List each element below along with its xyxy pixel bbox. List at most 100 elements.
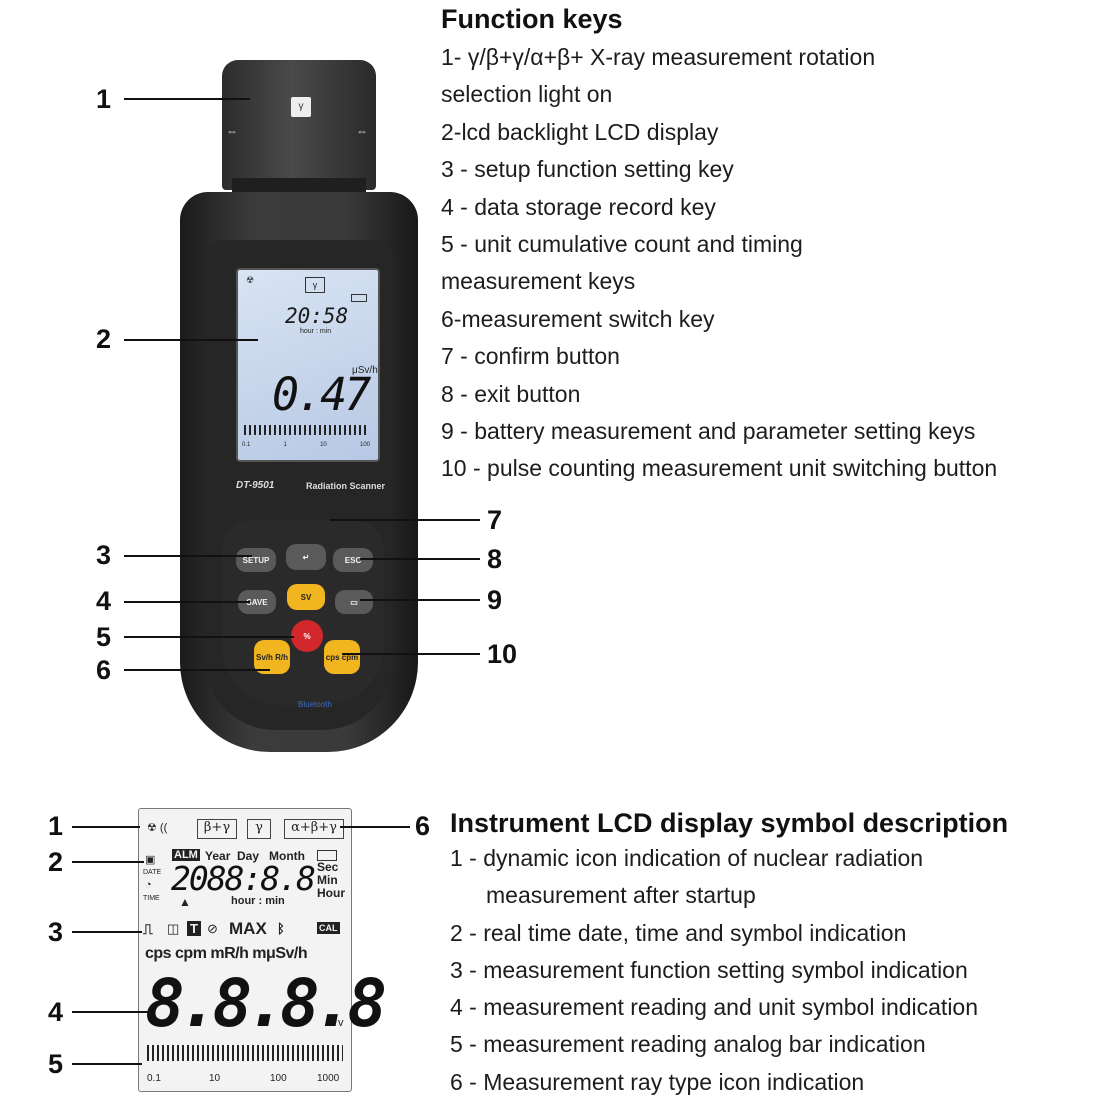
ray-tag-beta-gamma: β+γ <box>197 819 237 839</box>
scale-tick-label: 1 <box>283 442 287 448</box>
datetime-digits: 2088:8.8 <box>171 859 316 898</box>
day-label: Day <box>237 849 260 863</box>
radiation-icon: ☢ <box>246 275 255 285</box>
device-callout-6: 6 <box>96 655 112 685</box>
battery-icon <box>317 850 337 861</box>
lcd-symbol-line: 1 - dynamic icon indication of nuclear r… <box>450 845 924 871</box>
scale-label: 10 <box>209 1073 221 1084</box>
exit-key[interactable]: ESC <box>333 548 373 572</box>
ray-selector-light: γ <box>291 97 311 117</box>
function-keys-title: Function keys <box>441 4 623 34</box>
leader-line <box>124 339 258 341</box>
clock-icon: ◔ <box>145 879 152 891</box>
lcd-time: 20:58 <box>285 304 349 328</box>
alarm-symbol: ALM <box>172 849 200 861</box>
device-callout-1: 1 <box>96 84 112 114</box>
function-key-line: 3 - setup function setting key <box>441 156 734 183</box>
lcd-symbol-line: 6 - Measurement ray type icon indication <box>450 1068 865 1095</box>
arrow-right-icon: ⇔ <box>356 124 368 138</box>
temperature-icon: T <box>187 921 201 936</box>
scale-tick-label: 0.1 <box>242 442 251 448</box>
model-label: DT-9501 <box>236 480 275 491</box>
lcd-unit: μSv/h <box>352 365 378 376</box>
leader-line <box>342 653 480 655</box>
device-callout-5: 5 <box>96 622 112 652</box>
leader-line <box>124 669 270 671</box>
lcd-symbol-line: 2 - real time date, time and symbol indi… <box>450 919 907 946</box>
device-callout-2: 2 <box>96 324 112 354</box>
leader-line <box>340 826 410 828</box>
leader-line <box>72 826 140 828</box>
sv-key[interactable]: SV <box>287 584 325 610</box>
device-callout-3: 3 <box>96 540 112 570</box>
lcd-symbol-line: 5 - measurement reading analog bar indic… <box>450 1031 926 1058</box>
ray-tag-gamma: γ <box>247 819 271 839</box>
leader-line <box>124 98 250 100</box>
leader-line <box>360 599 480 601</box>
function-key-line: 4 - data storage record key <box>441 193 716 220</box>
device-callout-4: 4 <box>96 586 112 616</box>
scale-tick-label: 100 <box>359 442 370 448</box>
leader-line <box>124 636 294 638</box>
function-key-line: 5 - unit cumulative count and timing <box>441 231 803 258</box>
lcd-analog-bar <box>244 425 366 435</box>
model-description: Radiation Scanner <box>306 481 386 491</box>
scale-label: 0.1 <box>147 1073 161 1084</box>
voltage-symbol: v <box>338 1017 344 1029</box>
sv-rh-key[interactable]: Sv/h R/h <box>254 640 290 674</box>
month-label: Month <box>269 849 305 863</box>
leader-line <box>124 555 252 557</box>
leader-line <box>124 601 250 603</box>
lcd-symbol-list: 1 - dynamic icon indication of nuclear r… <box>450 840 978 1101</box>
speaker-icon: ◫ <box>167 921 180 936</box>
warning-icon: ▲ <box>179 895 191 909</box>
bluetooth-label: Bluetooth <box>298 700 332 709</box>
leader-line <box>360 558 480 560</box>
analog-bar <box>147 1045 343 1061</box>
leader-line <box>72 1063 142 1065</box>
function-key-line: 1- γ/β+γ/α+β+ X-ray measurement rotation <box>441 44 876 70</box>
device-callout-9: 9 <box>487 585 503 615</box>
pulse-icon: ⎍ <box>143 921 153 937</box>
lcd-time-unit: hour : min <box>300 328 332 335</box>
lcd-symbol-title: Instrument LCD display symbol descriptio… <box>450 808 1009 838</box>
lcd-symbol-diagram: ☢ (( β+γ γ α+β+γ ALM Year Day Month ▣ DA… <box>138 808 387 1092</box>
lcd-symbol-line: measurement after startup <box>486 882 756 909</box>
function-key-line: 6-measurement switch key <box>441 305 715 332</box>
function-key-line: 8 - exit button <box>441 380 581 407</box>
function-key-line: measurement keys <box>441 268 636 295</box>
lcd-callout-4: 4 <box>48 997 64 1027</box>
setup-key[interactable]: SETUP <box>236 548 276 572</box>
scale-tick-label: 10 <box>320 442 327 448</box>
hour-min-label: hour : min <box>231 895 285 907</box>
scale-label: 1000 <box>317 1073 340 1084</box>
function-key-line: 10 - pulse counting measurement unit swi… <box>441 455 998 482</box>
lcd-callout-3: 3 <box>48 917 64 947</box>
battery-key[interactable]: ▭ <box>335 590 373 614</box>
leader-line <box>72 931 142 933</box>
radiation-icon: ☢ (( <box>147 822 168 834</box>
lcd-symbol-line: 4 - measurement reading and unit symbol … <box>450 994 979 1021</box>
lcd-symbol-line: 3 - measurement function setting symbol … <box>450 956 968 983</box>
function-key-line: selection light on <box>441 81 613 108</box>
scale-label: 100 <box>270 1073 287 1084</box>
battery-icon <box>351 294 367 302</box>
time-label: TIME <box>143 895 160 902</box>
calibration-label: CAL <box>317 922 340 934</box>
min-label: Min <box>317 873 338 887</box>
device-callout-7: 7 <box>487 505 503 535</box>
leader-line <box>330 519 480 521</box>
max-label: MAX <box>229 919 267 938</box>
power-key[interactable]: % <box>291 620 323 652</box>
confirm-key[interactable]: ↵ <box>286 544 326 570</box>
lcd-callout-6: 6 <box>415 811 431 841</box>
lcd-callout-2: 2 <box>48 847 64 877</box>
lcd-callout-5: 5 <box>48 1049 64 1079</box>
leader-line <box>72 861 144 863</box>
year-label: Year <box>205 849 231 863</box>
arrow-left-icon: ⇔ <box>226 124 238 138</box>
vibrate-icon: ⊘ <box>207 921 218 936</box>
cps-cpm-key[interactable]: cps cpm <box>324 640 360 674</box>
lcd-ray-tag: γ <box>305 277 325 293</box>
calendar-icon: ▣ <box>145 854 156 866</box>
